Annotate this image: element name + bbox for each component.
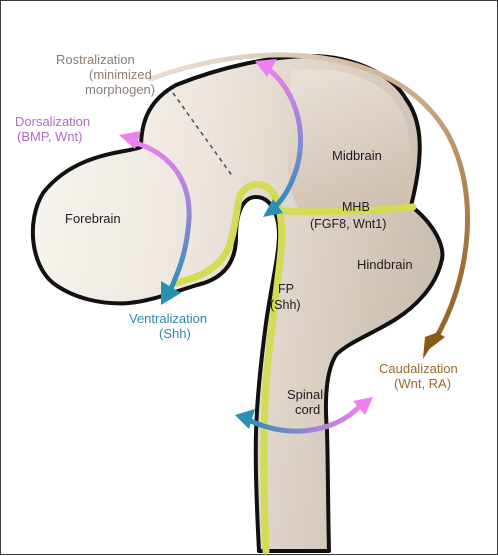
spinal-cord-label-line1: Spinal [287, 387, 323, 402]
forebrain-label: Forebrain [65, 211, 121, 226]
ventralization-signals-label: (Shh) [159, 326, 191, 341]
spinal-left-arrowhead [235, 409, 255, 429]
rostralization-label: Rostralization [56, 52, 135, 67]
rostralization-note-line1: (minimized [89, 67, 152, 82]
mhb-label: MHB [342, 200, 370, 214]
caudalization-label: Caudalization [379, 361, 458, 376]
dorsalization-signals-label: (BMP, Wnt) [17, 129, 83, 144]
rostralization-note-line2: morphogen) [85, 82, 155, 97]
hindbrain-label: Hindbrain [357, 257, 413, 272]
dorsalization-label: Dorsalization [15, 114, 90, 129]
fp-signal-label: (Shh) [270, 298, 301, 312]
spinal-cord-label-line2: cord [295, 402, 320, 417]
ventralization-label: Ventralization [129, 311, 207, 326]
midbrain-label: Midbrain [332, 148, 382, 163]
caudalization-signals-label: (Wnt, RA) [394, 376, 451, 391]
mhb-signals-label: (FGF8, Wnt1) [310, 217, 386, 231]
fp-label: FP [278, 282, 294, 296]
